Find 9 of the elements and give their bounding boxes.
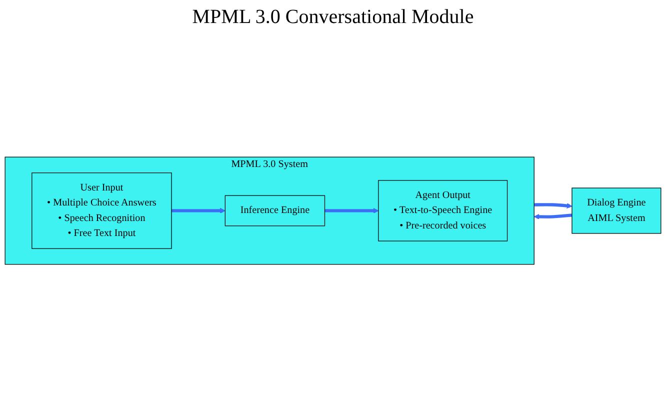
node-box: Agent Output • Text-to-Speech Engine • Pre-recorded voices	[378, 180, 508, 242]
arrow	[534, 214, 572, 220]
arrow	[172, 208, 226, 214]
node-box: User Input • Multiple Choice Answers • Speech Recognition • Free Text Input	[32, 172, 172, 250]
node-box: Dialog Engine AIML System	[572, 188, 662, 234]
arrow	[324, 208, 379, 214]
arrow	[534, 203, 572, 209]
node-box: Inference Engine	[224, 196, 326, 226]
diagram-title: MPML 3.0 Conversational Module	[191, 6, 475, 29]
